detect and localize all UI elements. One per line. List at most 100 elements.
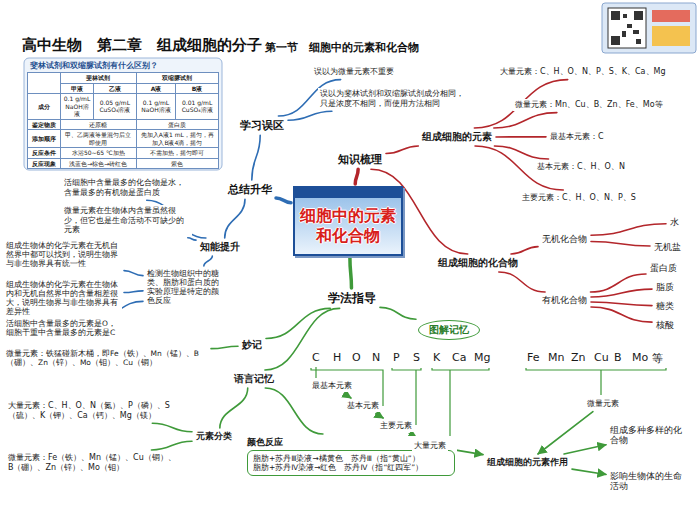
node-text: 学法指导 (328, 291, 376, 305)
cell-text: 斐林试剂 (86, 74, 110, 81)
node-text: 微量元素：Fe（铁）、Mn（锰）、Cu（铜）、B（硼）、Zn（锌）、Mo（钼） (8, 453, 176, 472)
cell-text: 0.1 g/mL NaOH溶液 (141, 99, 170, 114)
table-cell: 双缩脲试剂 (136, 73, 218, 84)
node-text: 组成细胞的化合物 (438, 257, 518, 268)
map-node: 主要元素：C、H、O、N、P、S (520, 192, 638, 204)
table-cell: 先加入A液1 mL，摇匀，再加入B液4滴，摇匀 (136, 130, 218, 148)
table-cell: 反应条件 (28, 148, 61, 159)
cell-text: 乙液 (109, 85, 121, 92)
qr-panel (602, 3, 696, 53)
branch-line (288, 111, 332, 120)
map-node: 知能提升 (198, 240, 242, 254)
node-text: 糖类 (656, 301, 674, 311)
subtitle: 第一节 细胞中的元素和化合物 (265, 40, 419, 55)
branch-line (266, 308, 330, 338)
map-node: 微量元素在生物体内含量虽然很少，但它也是生命活动不可缺少的元素 (62, 205, 192, 236)
qr-banner (652, 10, 690, 22)
map-node: 最基本元素：C (548, 131, 606, 143)
map-node: 组成细胞的化合物 (436, 256, 520, 270)
table-cell: 不需加热，摇匀即可 (136, 148, 218, 159)
cell-text: 0.05 g/mL CuSO₄溶液 (99, 99, 130, 114)
map-node: 微量元素：Mn、Cu、B、Zn、Fe、Mo等 (513, 99, 665, 111)
branch-line (276, 198, 291, 203)
element-symbol: Mn (548, 351, 564, 364)
map-node: 糖类 (654, 300, 676, 313)
table-row: 反应现象浅蓝色→棕色→砖红色紫色 (28, 158, 219, 169)
element-symbol: B (614, 351, 622, 364)
branch-line (591, 302, 652, 306)
table-cell: 鉴定物质 (28, 119, 61, 130)
branch-line (151, 441, 192, 450)
node-text: 组成多种多样的化合物 (610, 425, 682, 445)
flow-arrow (376, 414, 383, 418)
node-text: 活细胞中含量最多的化合物是水，含量最多的有机物是蛋白质 (64, 178, 184, 197)
cell-text: 先加入A液1 mL，摇匀，再加入B液4滴，摇匀 (141, 131, 214, 146)
flow-arrow (564, 445, 606, 454)
flow-arrow (538, 412, 593, 454)
map-node: 总结升华 (226, 182, 274, 197)
branch-line (496, 136, 546, 138)
node-text: 图解记忆 (429, 324, 469, 335)
table-row: 斐林试剂 双缩脲试剂 (28, 73, 219, 84)
map-node: 活细胞中含量最多的化合物是水，含量最多的有机物是蛋白质 (62, 177, 192, 198)
branch-line (499, 272, 545, 292)
oval-node: 图解记忆 (418, 320, 480, 340)
map-node: 组成细胞的元素 (420, 130, 494, 144)
map-node: 组成生物体的化学元素在无机自然界中都可以找到，说明生物界与非生物界具有统一性 (4, 240, 122, 269)
node-text: 主要元素：C、H、O、N、P、S (522, 193, 636, 202)
map-node: 大量元素：C、H、O、N（氮）、P（磷）、S（硫）、K（钾）、Ca（钙）、Mg（… (6, 400, 181, 421)
table-cell: 紫色 (136, 158, 218, 169)
branch-line (511, 247, 538, 254)
map-node: 核酸 (654, 319, 676, 332)
element-symbol: Ca (452, 351, 466, 364)
map-node: 检测生物组织中的糖类、脂肪和蛋白质的实验原理是特定的颜色反应 (145, 268, 227, 306)
table-cell: 浅蓝色→棕色→砖红色 (61, 158, 137, 169)
map-node: 主要元素 (378, 420, 414, 432)
branch-line (386, 146, 418, 154)
map-node: 误以为微量元素不重要 (312, 66, 396, 78)
map-node: 元素分类 (194, 430, 234, 443)
table-cell: 0.05 g/mL CuSO₄溶液 (94, 94, 137, 120)
map-node: 误以为斐林试剂和双缩脲试剂成分相同，只是浓度不相同，而使用方法相同 (318, 88, 468, 109)
map-node: 活细胞中含量最多的元素是O，细胞干重中含量最多的元素是C (4, 318, 122, 338)
node-text: 最基本元素：C (550, 132, 604, 141)
note-frame: 脂肪+苏丹Ⅲ染液→橘黄色 苏丹Ⅲ（指“黄山”）脂肪+苏丹Ⅳ染液→红色 苏丹Ⅳ（指… (247, 450, 455, 476)
table-cell: 还原糖 (61, 119, 137, 130)
map-node: 基本元素：C、H、O、N (535, 161, 627, 173)
element-symbol: K (433, 351, 440, 364)
node-text: 微量元素：铁猛碰新木桶，即Fe（铁）、Mn（锰）、B（硼）、Zn（锌）、Mo（钼… (6, 349, 199, 367)
map-node: 微量元素：Fe（铁）、Mn（锰）、Cu（铜）、B（硼）、Zn（锌）、Mo（钼） (6, 452, 181, 473)
table-row: 鉴定物质还原糖 蛋白质 (28, 119, 219, 130)
branch-line (591, 224, 666, 236)
table-cell: 蛋白质 (136, 119, 218, 130)
table-heading: 斐林试剂和双缩脲试剂有什么区别？ (30, 61, 158, 71)
map-node: 组成生物体的化学元素在生物体内和无机自然界中的含量相差很大，说明生物界与非生物界… (4, 279, 122, 317)
note-line: 脂肪+苏丹Ⅲ染液→橘黄色 苏丹Ⅲ（指“黄山”） (253, 454, 449, 463)
cell-text: 水浴50~65 ℃加热 (72, 149, 125, 156)
node-text: 最基本元素 (312, 381, 352, 390)
element-symbol: 等 (652, 351, 663, 366)
branch-line (380, 307, 416, 319)
node-text: 无机化合物 (542, 234, 587, 244)
element-symbol: N (372, 351, 380, 364)
table-row: 反应条件 水浴50~65 ℃加热 不需加热，摇匀即可 (28, 148, 219, 159)
branch-line (494, 113, 557, 128)
node-text: 组成细胞的元素作用 (487, 457, 568, 467)
node-text: 妙记 (242, 339, 262, 350)
table-cell: 水浴50~65 ℃加热 (61, 148, 137, 159)
qr-dots (611, 11, 643, 45)
flow-arrow (344, 394, 351, 398)
branch-line (220, 388, 248, 428)
node-text: 大量元素：C、H、O、N（氮）、P（磷）、S（硫）、K（钾）、Ca（钙）、Mg（… (8, 401, 170, 420)
branch-line (494, 146, 548, 159)
node-text: 细胞中的元素和化合物 (300, 206, 396, 245)
cell-text: 蛋白质 (168, 121, 186, 128)
map-node: 知识梳理 (336, 152, 384, 167)
map-node: 组成多种多样的化合物 (608, 424, 690, 446)
element-symbol: H (333, 351, 341, 364)
node-text: 核酸 (656, 320, 674, 330)
table-cell: B液 (176, 83, 219, 94)
node-text: 大量元素：C、H、O、N、P、S、K、Ca、Mg (500, 67, 666, 76)
cell-text: 紫色 (171, 160, 183, 167)
